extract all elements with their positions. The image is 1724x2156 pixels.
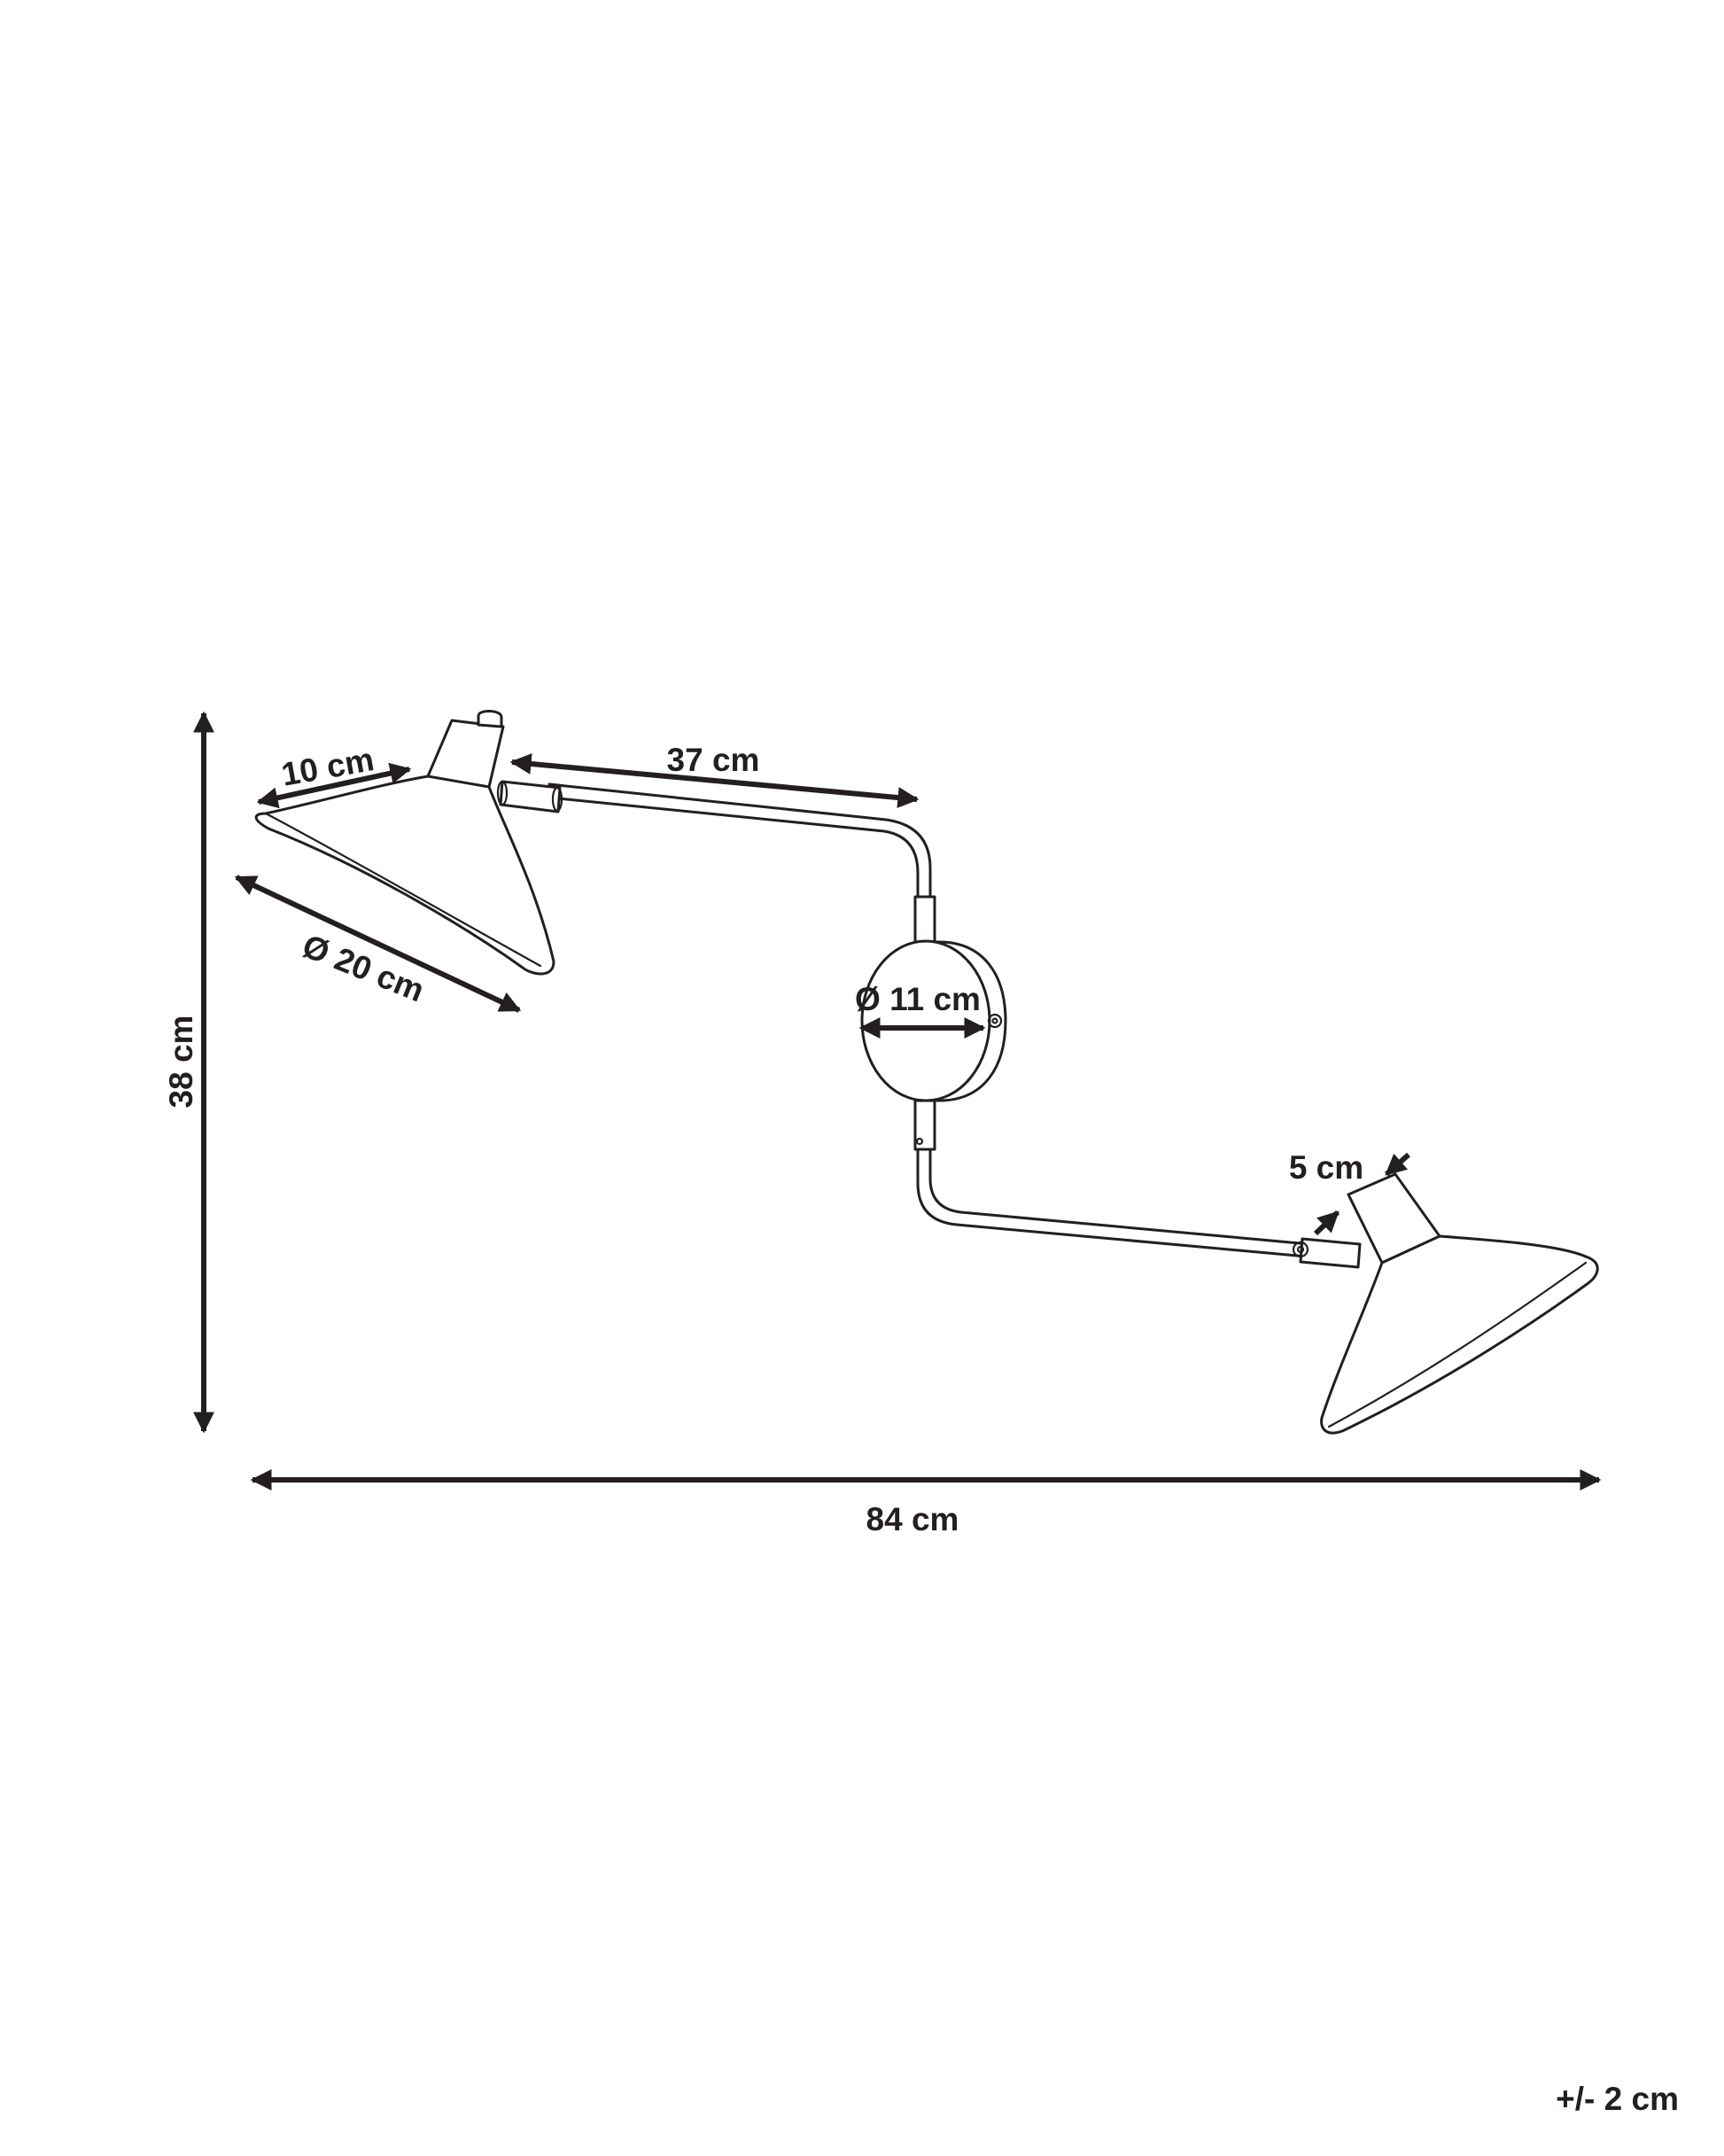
label-base-diameter: Ø 11 cm xyxy=(855,981,981,1017)
dim-neck-width-arrow-upper xyxy=(1385,1152,1410,1177)
wall-lamp-illustration xyxy=(254,710,1599,1435)
tolerance-note: +/- 2 cm xyxy=(1556,2081,1679,2117)
dimension-lines xyxy=(193,711,1602,1491)
lower-arm xyxy=(913,1099,1311,1258)
label-total-height: 38 cm xyxy=(163,1016,199,1109)
dim-arm-length-arrow xyxy=(509,753,920,808)
label-total-width: 84 cm xyxy=(866,1501,959,1537)
label-neck-width: 5 cm xyxy=(1289,1149,1363,1186)
upper-arm xyxy=(547,782,936,945)
wall-base-plate xyxy=(860,939,1007,1102)
right-lamp-shade xyxy=(1292,1172,1599,1435)
label-shade-top-width: 10 cm xyxy=(279,741,377,793)
dim-shade-top-width-arrow xyxy=(256,762,412,809)
label-arm-length: 37 cm xyxy=(667,742,760,778)
dim-shade-diameter-arrow xyxy=(234,875,522,1013)
left-lamp-shade xyxy=(254,710,563,976)
dim-neck-width-arrow-lower xyxy=(1313,1210,1340,1236)
